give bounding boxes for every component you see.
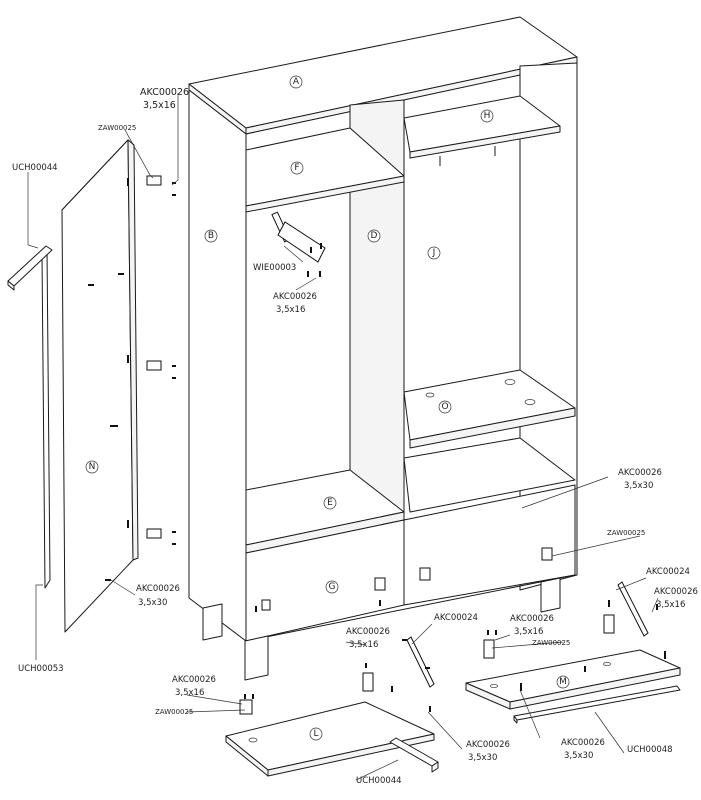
- carcass-hardware: [255, 211, 553, 612]
- label-akc00026-c1-code: AKC00026: [346, 627, 390, 637]
- left-side-panel-b: [188, 89, 247, 642]
- label-akc00024-right: AKC00024: [646, 567, 690, 577]
- wardrobe-carcass: [188, 16, 578, 681]
- leg-front-left: [244, 635, 269, 681]
- label-akc00026-right-code: AKC00026: [618, 468, 662, 478]
- loose-hardware: [239, 581, 666, 715]
- label-akc00026-br-code: AKC00026: [561, 738, 605, 748]
- label-akc00026-top-code: AKC00026: [140, 87, 189, 98]
- letter-n: N: [89, 462, 96, 472]
- callout-labels: AKC00026 3,5x16 ZAW00025 UCH00044 WIE000…: [12, 87, 698, 786]
- right-lower-top: [403, 437, 576, 513]
- shelf-h-edge: [409, 125, 561, 159]
- label-akc00026-right-size: 3,5x30: [624, 481, 653, 491]
- handle-uch00044-top: [7, 245, 53, 291]
- label-uch00048: UCH00048: [627, 745, 673, 755]
- label-zaw00025-bl: ZAW00025: [155, 708, 193, 716]
- label-akc00026-br-size: 3,5x30: [564, 751, 593, 761]
- letter-g: G: [329, 582, 336, 592]
- door-front: [61, 139, 134, 633]
- label-akc00026-door-size: 3,5x30: [138, 598, 167, 608]
- letter-a: A: [293, 77, 300, 87]
- letter-d: D: [371, 231, 378, 241]
- letter-e: E: [327, 498, 333, 508]
- label-uch00044-bottom: UCH00044: [356, 776, 402, 786]
- leg-front-right: [540, 577, 561, 613]
- letter-o: O: [441, 402, 448, 412]
- door-hinges: [146, 175, 176, 545]
- letter-h: H: [484, 111, 491, 121]
- part-letters: A B D E F G H J L M N O: [85, 75, 570, 741]
- label-akc00024-center: AKC00024: [434, 613, 478, 623]
- panel-l: [225, 701, 435, 777]
- leg-back-left: [202, 603, 223, 641]
- label-akc00026-top-size: 3,5x16: [143, 100, 176, 111]
- shelf-o-edge: [409, 407, 576, 449]
- letter-b: B: [208, 231, 214, 241]
- label-akc00026-mid-code: AKC00026: [273, 292, 317, 302]
- shelf-f-edge: [245, 175, 405, 213]
- letter-j: J: [432, 248, 436, 258]
- label-akc00026-farright-code: AKC00026: [654, 587, 698, 597]
- label-akc00026-mid-size: 3,5x16: [276, 305, 305, 315]
- label-akc00026-bc-code: AKC00026: [466, 740, 510, 750]
- label-wie00003: WIE00003: [253, 263, 296, 273]
- letter-m: M: [559, 677, 567, 687]
- door-panel-n: [61, 139, 139, 633]
- handle-uch00044-bottom: [389, 737, 439, 773]
- label-zaw00025-right: ZAW00025: [607, 529, 645, 537]
- handle-uch00048: [513, 685, 681, 724]
- label-akc00026-bl-size: 3,5x16: [175, 688, 204, 698]
- label-uch00053: UCH00053: [18, 664, 64, 674]
- label-akc00026-c2-code: AKC00026: [510, 614, 554, 624]
- letter-l: L: [313, 729, 318, 739]
- coat-hook-wie00003: [277, 221, 326, 263]
- gas-strut-akc00024-right: [617, 581, 649, 637]
- label-akc00026-c2-size: 3,5x16: [514, 627, 543, 637]
- leader-lines: [27, 93, 659, 781]
- letter-f: F: [294, 163, 299, 173]
- label-akc00026-door-code: AKC00026: [136, 584, 180, 594]
- label-akc00026-bc-size: 3,5x30: [468, 753, 497, 763]
- label-akc00026-c1-size: 3,5x16: [349, 640, 378, 650]
- label-akc00026-bl-code: AKC00026: [172, 675, 216, 685]
- panel-m: [465, 649, 681, 710]
- gas-strut-akc00024-center: [406, 636, 435, 688]
- label-akc00026-farright-size: 3,5x16: [656, 600, 685, 610]
- handle-uch00053: [41, 249, 51, 589]
- label-zaw00025-center: ZAW00025: [532, 639, 570, 647]
- label-uch00044-left: UCH00044: [12, 163, 58, 173]
- label-zaw00025-top: ZAW00025: [98, 124, 136, 132]
